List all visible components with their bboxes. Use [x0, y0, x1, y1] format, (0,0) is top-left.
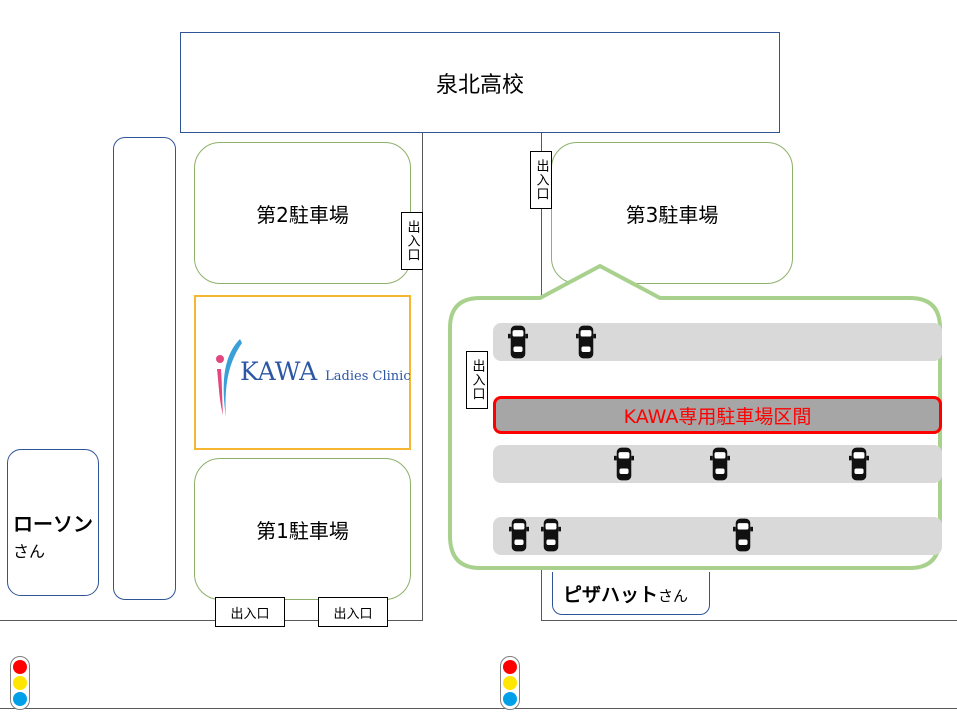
car-icon [710, 447, 730, 481]
road-vertical-left [422, 133, 423, 621]
lawson-honorific: さん [13, 542, 46, 561]
car-icon [733, 518, 753, 552]
car-icon [576, 325, 596, 359]
clinic-logo-icon [216, 339, 242, 417]
road-bottom [0, 708, 957, 709]
clinic-brand: KAWA [240, 357, 318, 386]
parking-row-1 [493, 323, 942, 361]
signal-yellow [503, 676, 517, 690]
parking-lot-3-label: 第3駐車場 [625, 202, 719, 227]
gate-lot1-left: 出入口 [215, 597, 285, 627]
clinic-subtitle: Ladies Clinic [325, 369, 411, 384]
gate-lot1-right-label: 出入口 [333, 606, 373, 622]
side-street [113, 137, 176, 600]
kawa-exclusive-zone: KAWA専用駐車場区間 [493, 396, 942, 434]
car-icon [508, 325, 528, 359]
pizza-hut-honorific: さん [658, 587, 689, 605]
gate-lot2-label: 出入口 [404, 220, 420, 262]
gate-lot2: 出入口 [401, 212, 423, 270]
car-icon [541, 518, 561, 552]
parking-row-4 [493, 517, 942, 555]
road-top [0, 620, 422, 621]
car-icon [849, 447, 869, 481]
car-icon [509, 518, 529, 552]
pizza-hut-store: ピザハットさん [552, 572, 710, 615]
lawson-name: ローソン [13, 512, 93, 536]
gate-lot1-left-label: 出入口 [230, 606, 270, 622]
gate-lot3-label: 出入口 [533, 159, 549, 201]
signal-blue [503, 692, 517, 706]
kawa-clinic: KAWA Ladies Clinic [194, 295, 411, 450]
parking-lot-2: 第2駐車場 [194, 142, 411, 284]
lawson-store: ローソン さん [7, 449, 99, 596]
school-name: 泉北高校 [435, 72, 524, 98]
traffic-signal-icon [500, 656, 520, 710]
parking-lot-1-label: 第1駐車場 [256, 518, 349, 543]
gate-lot3: 出入口 [530, 151, 552, 209]
signal-blue [13, 692, 27, 706]
signal-red [13, 660, 27, 674]
school-building: 泉北高校 [180, 32, 780, 133]
parking-lot-2-label: 第2駐車場 [256, 202, 349, 227]
clinic-logo-text: KAWA Ladies Clinic [240, 357, 411, 386]
gate-clinic-label: 出入口 [469, 359, 485, 401]
parking-lot-1: 第1駐車場 [194, 458, 411, 600]
pizza-hut-name-text: ピザハット [563, 584, 659, 606]
gate-clinic: 出入口 [466, 351, 488, 409]
kawa-exclusive-label: KAWA専用駐車場区間 [623, 405, 812, 428]
parking-lot-3: 第3駐車場 [551, 142, 793, 284]
traffic-signal-icon [10, 656, 30, 710]
pizza-hut-name: ピザハットさん [563, 580, 688, 607]
signal-yellow [13, 676, 27, 690]
car-icon [614, 447, 634, 481]
signal-red [503, 660, 517, 674]
gate-lot1-right: 出入口 [318, 597, 388, 627]
road-top-right [541, 620, 957, 621]
